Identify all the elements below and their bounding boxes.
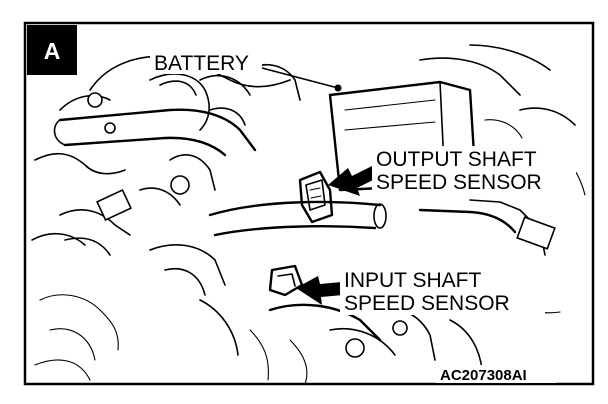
output-shaft-label-line2: SPEED SENSOR (376, 171, 542, 194)
figure-badge (27, 25, 77, 75)
input-shaft-arrow (296, 276, 343, 305)
output-shaft-label-line1: OUTPUT SHAFT (376, 148, 537, 171)
input-shaft-label-line1: INPUT SHAFT (344, 269, 481, 292)
figure-badge-letter: A (44, 38, 61, 64)
battery-leader-dot (334, 84, 342, 92)
figure-code: AC207308AI (440, 367, 527, 384)
output-shaft-arrow (328, 166, 377, 196)
engine-line-art (31, 44, 586, 385)
battery-leader-line (261, 67, 339, 89)
input-shaft-label-line2: SPEED SENSOR (344, 292, 510, 315)
battery-label: BATTERY (154, 52, 249, 75)
